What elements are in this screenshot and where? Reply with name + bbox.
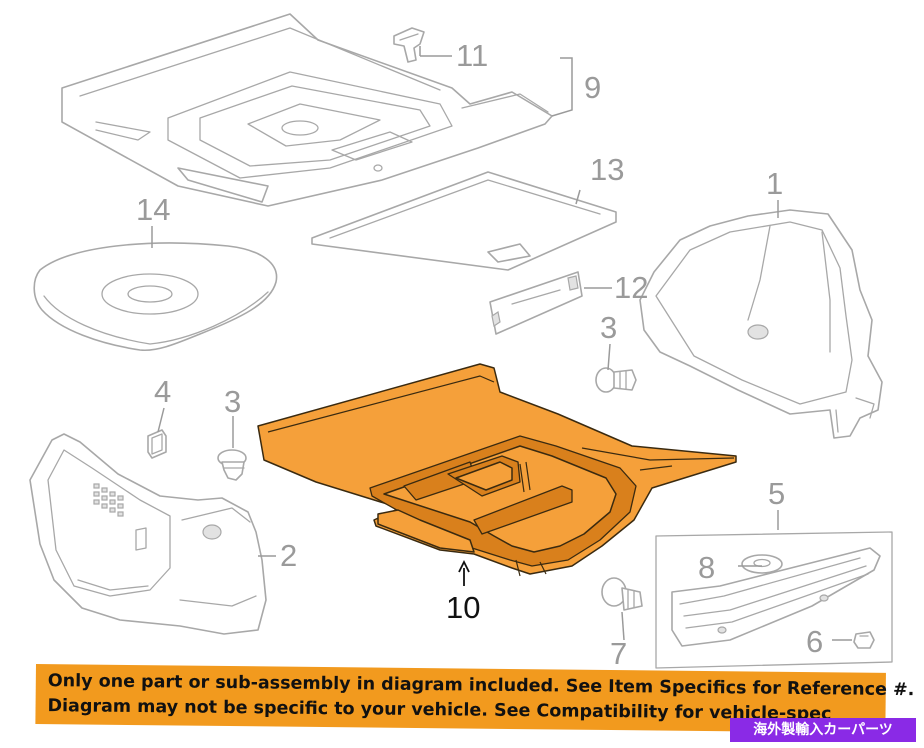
- callout-6: 6: [806, 624, 823, 659]
- leader-lines: [151, 46, 852, 641]
- part-9-floor-pan: [61, 13, 553, 207]
- part-8-grommet: [741, 554, 783, 574]
- part-5-group-box: [655, 531, 893, 669]
- part-4-clip: [147, 429, 167, 459]
- part-10-spare-wheel-tub: [257, 363, 737, 577]
- part-14-spare-cover: [33, 242, 278, 352]
- callout-labels: 11 9 13 14 1 12 3 4 3 2 5 8 7 6 10: [136, 38, 823, 671]
- callout-2: 2: [280, 538, 297, 573]
- part-2-quarter-trim: [29, 433, 267, 635]
- part-3-push-pin-left: [217, 449, 247, 481]
- part-12-bracket: [489, 271, 583, 335]
- part-13-floor-cover: [311, 171, 617, 271]
- callout-4: 4: [154, 374, 171, 409]
- part-11-clip: [393, 27, 425, 63]
- callout-14: 14: [136, 192, 170, 227]
- callout-5: 5: [768, 476, 785, 511]
- callout-9: 9: [584, 70, 601, 105]
- callout-11: 11: [456, 38, 488, 73]
- callout-8: 8: [698, 550, 715, 585]
- callout-13: 13: [590, 152, 624, 187]
- import-parts-badge: 海外製輸入カーパーツ: [730, 718, 916, 742]
- callout-12: 12: [614, 270, 648, 305]
- part-3-push-pin-right: [595, 367, 637, 393]
- part-7-push-fastener: [601, 577, 643, 611]
- callout-3-left: 3: [224, 384, 241, 419]
- callout-10: 10: [446, 590, 480, 625]
- callout-7: 7: [610, 636, 627, 671]
- part-5-sill-plate: [671, 547, 881, 647]
- part-6-clip: [853, 631, 875, 649]
- callout-3-right: 3: [600, 310, 617, 345]
- callout-1: 1: [766, 166, 783, 201]
- part-1-quarter-trim: [639, 209, 883, 439]
